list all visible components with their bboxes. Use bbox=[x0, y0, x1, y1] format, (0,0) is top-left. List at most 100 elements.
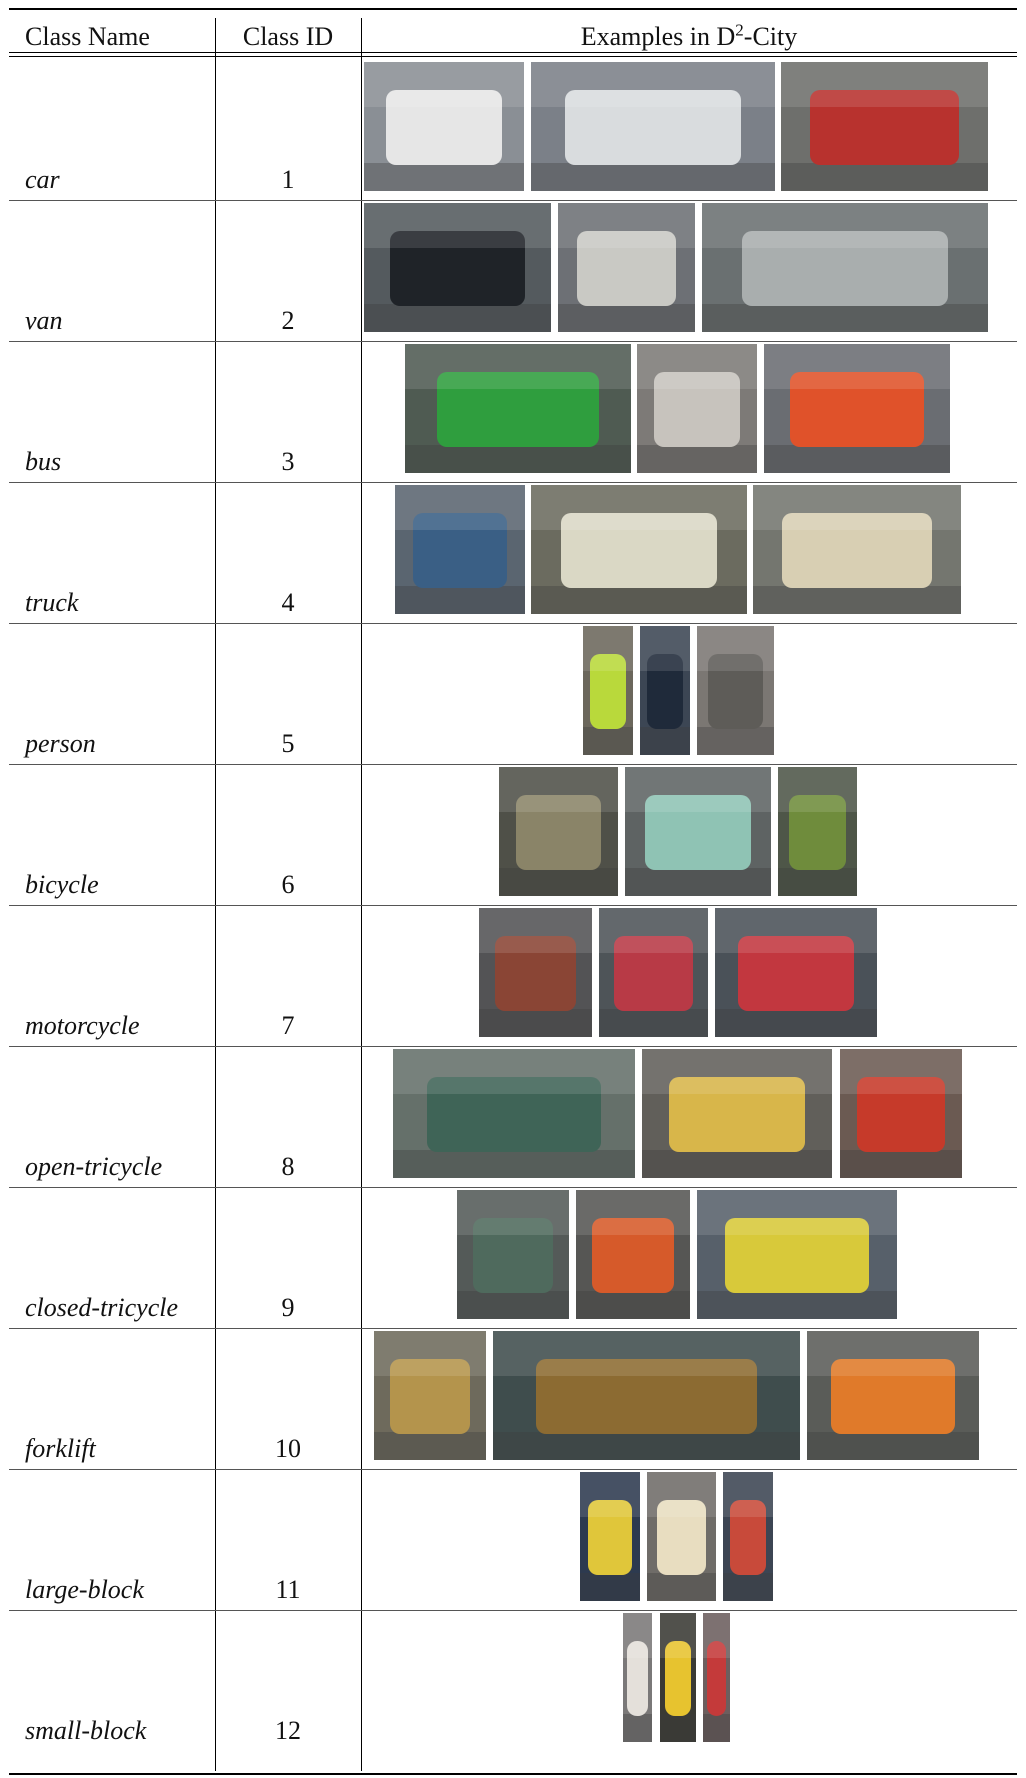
example-object bbox=[627, 1641, 648, 1717]
example-image bbox=[580, 1472, 640, 1601]
example-object bbox=[742, 231, 948, 307]
example-object bbox=[656, 1500, 707, 1576]
example-highlight bbox=[715, 908, 877, 954]
example-image bbox=[781, 62, 988, 191]
example-object bbox=[831, 1359, 955, 1435]
example-object bbox=[590, 654, 626, 730]
example-ground bbox=[457, 1290, 569, 1319]
example-highlight bbox=[576, 1190, 690, 1236]
example-highlight bbox=[531, 62, 775, 108]
example-highlight bbox=[395, 485, 525, 531]
header-rule-2 bbox=[9, 56, 1017, 57]
class-id-cell: 5 bbox=[281, 729, 295, 758]
example-ground bbox=[479, 1008, 592, 1037]
example-image bbox=[647, 1472, 716, 1601]
example-ground bbox=[660, 1713, 696, 1742]
example-ground bbox=[576, 1290, 690, 1319]
example-highlight bbox=[364, 62, 524, 108]
header-examples-suffix: -City bbox=[743, 22, 798, 51]
example-highlight bbox=[840, 1049, 962, 1095]
example-ground bbox=[493, 1431, 800, 1460]
example-object bbox=[565, 90, 741, 166]
example-object bbox=[494, 936, 577, 1012]
example-ground bbox=[753, 585, 961, 614]
row-separator bbox=[9, 1046, 1017, 1047]
example-image bbox=[364, 62, 524, 191]
row-separator bbox=[9, 341, 1017, 342]
example-object bbox=[725, 1218, 869, 1294]
example-object bbox=[515, 795, 602, 871]
example-highlight bbox=[647, 1472, 716, 1518]
example-image bbox=[640, 626, 690, 755]
example-ground bbox=[393, 1149, 635, 1178]
example-object bbox=[730, 1500, 766, 1576]
example-highlight bbox=[660, 1613, 696, 1659]
example-object bbox=[707, 654, 764, 730]
example-ground bbox=[531, 162, 775, 191]
example-highlight bbox=[457, 1190, 569, 1236]
example-ground bbox=[807, 1431, 979, 1460]
example-ground bbox=[583, 726, 633, 755]
example-highlight bbox=[702, 203, 988, 249]
example-highlight bbox=[625, 767, 771, 813]
example-ground bbox=[781, 162, 988, 191]
example-ground bbox=[623, 1713, 652, 1742]
class-name-cell: car bbox=[25, 165, 60, 194]
example-image bbox=[660, 1613, 696, 1742]
class-name-cell: forklift bbox=[25, 1434, 96, 1463]
example-image bbox=[576, 1190, 690, 1319]
example-object bbox=[591, 1218, 675, 1294]
example-highlight bbox=[623, 1613, 652, 1659]
example-ground bbox=[364, 162, 524, 191]
example-highlight bbox=[499, 767, 618, 813]
example-object bbox=[413, 513, 507, 589]
example-highlight bbox=[781, 62, 988, 108]
example-ground bbox=[395, 585, 525, 614]
example-ground bbox=[531, 585, 747, 614]
row-separator bbox=[9, 1610, 1017, 1611]
example-image bbox=[364, 203, 551, 332]
example-image bbox=[558, 203, 695, 332]
example-object bbox=[647, 654, 683, 730]
example-image bbox=[499, 767, 618, 896]
example-object bbox=[436, 372, 600, 448]
example-image bbox=[583, 626, 633, 755]
row-separator bbox=[9, 764, 1017, 765]
example-ground bbox=[580, 1572, 640, 1601]
row-separator bbox=[9, 623, 1017, 624]
example-ground bbox=[364, 303, 551, 332]
class-name-cell: van bbox=[25, 306, 63, 335]
example-object bbox=[653, 372, 741, 448]
example-image bbox=[457, 1190, 569, 1319]
example-object bbox=[386, 90, 502, 166]
example-ground bbox=[558, 303, 695, 332]
example-object bbox=[472, 1218, 554, 1294]
example-image bbox=[531, 485, 747, 614]
example-image bbox=[778, 767, 857, 896]
example-highlight bbox=[580, 1472, 640, 1518]
example-object bbox=[389, 1359, 471, 1435]
example-object bbox=[790, 372, 924, 448]
example-ground bbox=[764, 444, 950, 473]
example-object bbox=[535, 1359, 757, 1435]
example-object bbox=[809, 90, 959, 166]
table-top-rule bbox=[9, 8, 1017, 10]
example-object bbox=[789, 795, 846, 871]
example-highlight bbox=[723, 1472, 773, 1518]
example-ground bbox=[778, 867, 857, 896]
header-examples-sup: 2 bbox=[735, 20, 744, 40]
class-id-cell: 6 bbox=[281, 870, 295, 899]
example-object bbox=[857, 1077, 945, 1153]
table-bottom-rule bbox=[9, 1773, 1017, 1775]
class-name-cell: truck bbox=[25, 588, 79, 617]
example-highlight bbox=[583, 626, 633, 672]
example-ground bbox=[697, 1290, 897, 1319]
example-image bbox=[493, 1331, 800, 1460]
example-image bbox=[637, 344, 757, 473]
class-name-cell: open-tricycle bbox=[25, 1152, 163, 1181]
example-object bbox=[665, 1641, 691, 1717]
